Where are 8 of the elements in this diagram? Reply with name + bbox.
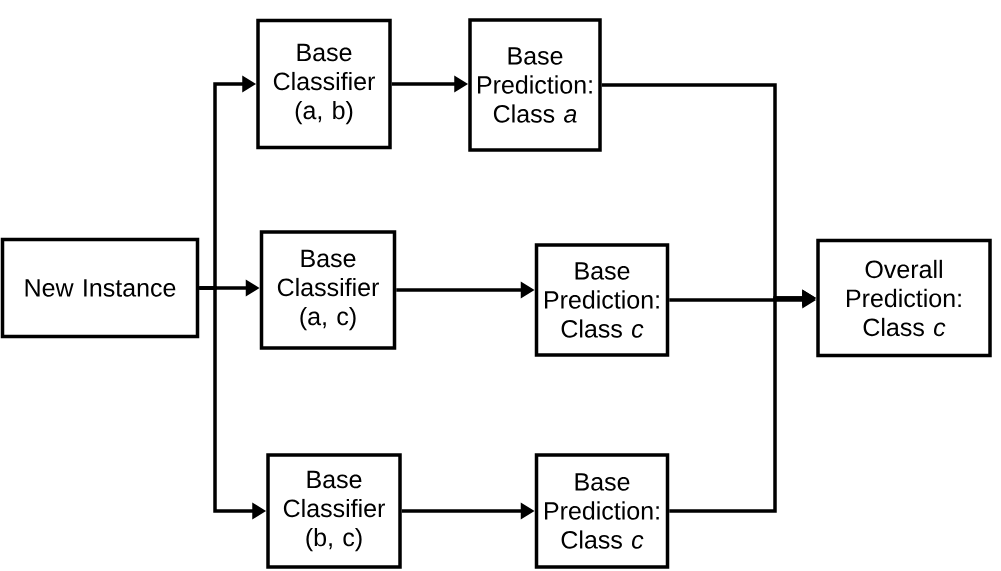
process-box: New Instance: [0, 237, 200, 339]
process-box: Base Classifier (a, b): [256, 18, 392, 150]
process-box: Base Prediction: Class c: [534, 453, 670, 569]
process-box: Base Classifier (a, c): [259, 230, 397, 350]
process-box: Overall Prediction: Class c: [816, 238, 992, 358]
process-box: Base Prediction: Class a: [468, 18, 602, 152]
process-box: Base Prediction: Class c: [534, 243, 670, 357]
process-box: Base Classifier (b, c): [266, 453, 402, 569]
